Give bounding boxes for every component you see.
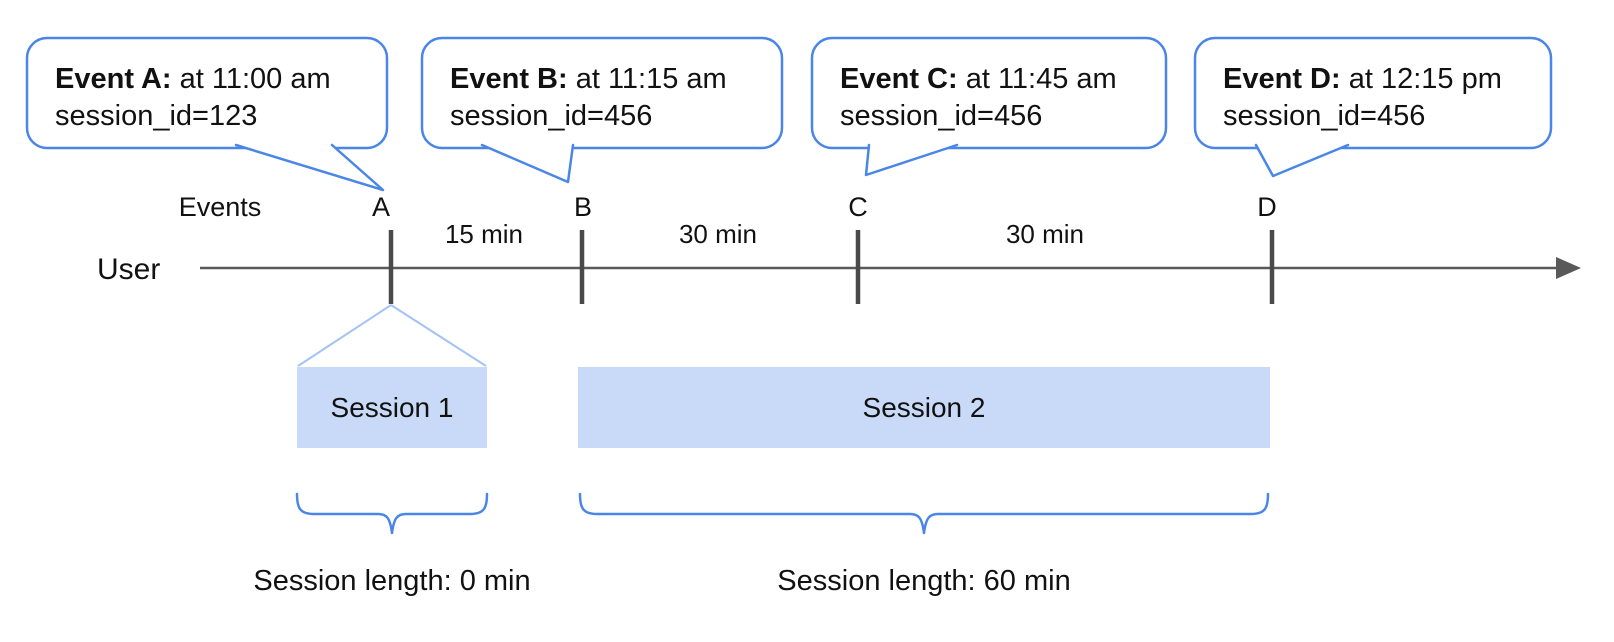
interval-label-c-d: 30 min bbox=[1006, 219, 1084, 249]
event-time: at 11:00 am bbox=[172, 63, 331, 95]
speech-bubble-event-d: Event D: at 12:15 pm session_id=456 bbox=[1193, 36, 1553, 178]
event-title: Event C: bbox=[840, 63, 958, 95]
session-1-brace bbox=[295, 492, 489, 535]
event-mark-b: B bbox=[574, 192, 592, 222]
session-id-text: session_id=123 bbox=[55, 100, 257, 132]
session-1-box bbox=[297, 367, 487, 448]
bubble-box bbox=[420, 36, 784, 150]
bubble-line-1: Event B: at 11:15 am bbox=[450, 63, 727, 95]
session-fan-right-line bbox=[390, 304, 487, 367]
speech-bubble-event-b: Event B: at 11:15 am session_id=456 bbox=[420, 36, 784, 184]
bubble-tail bbox=[1254, 143, 1350, 178]
arrowhead-icon bbox=[1556, 257, 1581, 279]
session-id-text: session_id=456 bbox=[450, 100, 652, 132]
session-2-group: Session 2 Session length: 60 min bbox=[578, 367, 1270, 597]
session-1-length-label: Session length: 0 min bbox=[253, 565, 530, 597]
speech-bubble-event-a: Event A: at 11:00 am session_id=123 bbox=[25, 36, 389, 192]
event-time: at 11:15 am bbox=[568, 63, 727, 95]
event-title: Event D: bbox=[1223, 63, 1341, 95]
event-mark-a: A bbox=[372, 192, 390, 222]
session-2-brace bbox=[578, 492, 1270, 535]
event-title: Event B: bbox=[450, 63, 568, 95]
event-mark-d: D bbox=[1257, 192, 1277, 222]
event-time: at 12:15 pm bbox=[1341, 63, 1502, 95]
bubble-box bbox=[1193, 36, 1553, 150]
event-mark-c: C bbox=[848, 192, 868, 222]
bubble-tail bbox=[234, 143, 385, 192]
interval-label-a-b: 15 min bbox=[445, 219, 523, 249]
bubble-tail bbox=[864, 143, 959, 177]
session-fan-left-line bbox=[297, 304, 392, 367]
session-2-length-label: Session length: 60 min bbox=[777, 565, 1070, 597]
event-time: at 11:45 am bbox=[958, 63, 1117, 95]
bubble-line-1: Event A: at 11:00 am bbox=[55, 63, 331, 95]
bubble-box bbox=[25, 36, 389, 150]
session-id-text: session_id=456 bbox=[840, 100, 1042, 132]
bubble-line-1: Event D: at 12:15 pm bbox=[1223, 63, 1502, 95]
session-id-text: session_id=456 bbox=[1223, 100, 1425, 132]
interval-label-b-c: 30 min bbox=[679, 219, 757, 249]
session-1-group: Session 1 Session length: 0 min bbox=[253, 304, 531, 597]
bubble-tail bbox=[480, 143, 575, 184]
speech-bubble-event-c: Event C: at 11:45 am session_id=456 bbox=[810, 36, 1168, 177]
session-1-label: Session 1 bbox=[331, 392, 454, 423]
session-2-box bbox=[578, 367, 1270, 448]
bubble-box bbox=[810, 36, 1168, 150]
events-row-label: Events bbox=[179, 192, 262, 222]
bubble-line-1: Event C: at 11:45 am bbox=[840, 63, 1117, 95]
user-label: User bbox=[97, 253, 160, 286]
session-2-label: Session 2 bbox=[863, 392, 986, 423]
event-title: Event A: bbox=[55, 63, 172, 95]
